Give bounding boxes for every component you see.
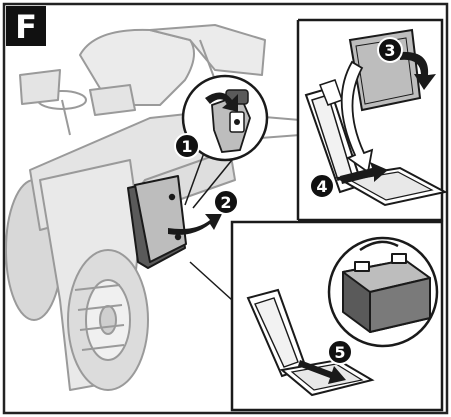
engine-detail xyxy=(89,84,136,116)
step-5-arrow xyxy=(298,360,346,384)
fender-tread xyxy=(74,284,125,351)
cover-screw xyxy=(168,193,176,201)
step-4-arrow xyxy=(340,162,388,184)
step-badge-4: 4 xyxy=(309,173,335,199)
steering-column xyxy=(61,99,71,136)
step-3-rotate-arrow xyxy=(400,51,436,90)
battery-terminal-pos xyxy=(391,253,407,264)
step-1-arrow xyxy=(205,92,238,112)
figure-label-box: F xyxy=(6,6,46,46)
dashboard-detail xyxy=(19,69,61,105)
inset-battery-removal xyxy=(189,220,444,412)
step-number-1: 1 xyxy=(181,137,192,156)
battery-terminal-neg xyxy=(354,261,370,272)
knob-pin xyxy=(234,119,240,125)
inset-leader-line xyxy=(189,261,233,301)
zoom-circle-knob xyxy=(181,74,269,209)
seat-backrest xyxy=(149,24,266,76)
step-number-2: 2 xyxy=(220,193,231,212)
figure-label: F xyxy=(15,8,37,46)
tractor-drawing xyxy=(5,24,301,391)
step-badge-5: 5 xyxy=(327,339,353,365)
battery-cover-closed xyxy=(127,175,187,269)
compartment-inner-lower xyxy=(254,297,299,368)
battery-strap xyxy=(359,240,399,252)
zoom-leader-line-1 xyxy=(184,149,206,206)
cover-screw-lower xyxy=(174,233,182,241)
zoom-leader-line-2 xyxy=(192,159,233,209)
battery-front xyxy=(369,277,431,333)
step-number-3: 3 xyxy=(384,41,395,60)
battery xyxy=(342,240,431,333)
step-badge-2: 2 xyxy=(213,189,239,215)
step-2-arrow xyxy=(168,214,222,235)
step-number-5: 5 xyxy=(334,343,345,362)
step-badge-1: 1 xyxy=(174,133,200,159)
step-number-4: 4 xyxy=(316,177,327,196)
front-wheel-center xyxy=(99,305,117,335)
battery-tray-lower-inner xyxy=(290,363,364,391)
step-badge-3: 3 xyxy=(377,37,403,63)
